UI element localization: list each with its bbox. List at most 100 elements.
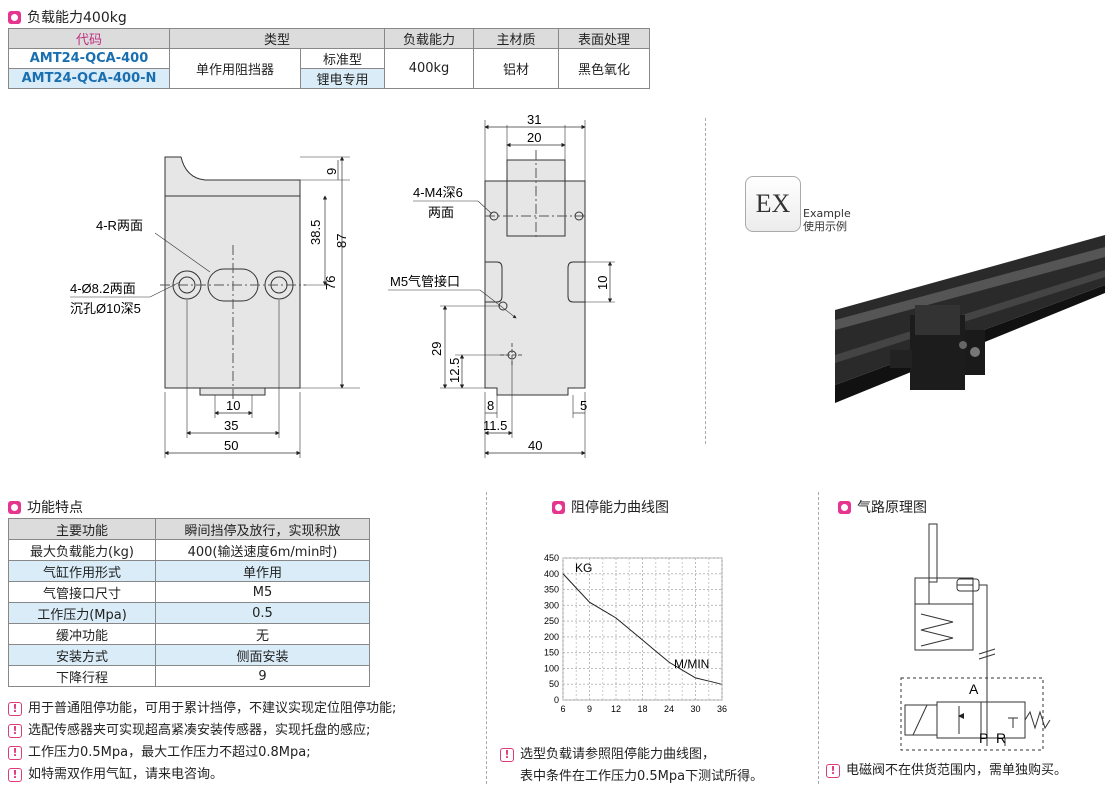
- feature-key: 主要功能: [8, 518, 156, 540]
- spec-header-type: 类型: [169, 28, 385, 49]
- example-photo: [835, 235, 1105, 403]
- exclamation-icon: !: [8, 702, 22, 716]
- section-header-load: 负载能力400kg: [8, 7, 127, 27]
- feature-value: 无: [155, 623, 370, 645]
- note-text: 用于普通阻停功能，可用于累计挡停，不建议实现定位阻停功能;: [28, 701, 397, 716]
- label-m5-port: M5气管接口: [390, 274, 460, 289]
- pneumatic-note: !电磁阀不在供货范围内，需单独购买。: [826, 760, 1067, 782]
- note-text: 表中条件在工作压力0.5Mpa下测试所得。: [520, 769, 764, 784]
- front-view: 87 76 38.5 9 10 35 50 4-R两面 4-Ø8.2两面 沉孔Ø…: [70, 156, 360, 458]
- port-r-label: R: [996, 730, 1006, 746]
- note-item: ! 选型负载请参照阻停能力曲线图，: [500, 744, 763, 766]
- y-tick-label: 350: [544, 585, 559, 595]
- exclamation-icon: !: [8, 768, 22, 782]
- example-badge: EX: [745, 176, 801, 232]
- feature-key: 气缸作用形式: [8, 560, 156, 582]
- example-caption-cn: 使用示例: [803, 220, 847, 233]
- note-text: 工作压力0.5Mpa，最大工作压力不超过0.8Mpa;: [28, 745, 311, 760]
- exclamation-icon: !: [8, 724, 22, 738]
- spec-header-load: 负载能力: [384, 28, 474, 49]
- y-tick-label: 300: [544, 600, 559, 610]
- plot-area: [562, 557, 723, 701]
- feature-value: 400(输送速度6m/min时): [155, 539, 370, 561]
- dim-40: 40: [528, 438, 542, 453]
- spec-type-sub: 锂电专用: [300, 68, 385, 89]
- section-bullet-icon: [838, 500, 851, 514]
- spec-header-material: 主材质: [473, 28, 559, 49]
- label-4r: 4-R两面: [96, 218, 143, 233]
- example-badge-text: EX: [755, 189, 791, 218]
- note-text: 如特需双作用气缸，请来电咨询。: [28, 767, 224, 782]
- spec-surface: 黑色氧化: [558, 48, 650, 89]
- y-tick-label: 150: [544, 648, 559, 658]
- exclamation-icon: !: [826, 764, 840, 778]
- dim-35: 35: [224, 418, 238, 433]
- spec-header-surface: 表面处理: [558, 28, 650, 49]
- spec-row: AMT24-QCA-400-N 锂电专用: [8, 68, 650, 89]
- label-hole: 4-Ø8.2两面: [70, 281, 136, 296]
- dim-87: 87: [334, 234, 349, 248]
- dim-12-5: 12.5: [447, 358, 462, 383]
- y-axis-label: KG: [575, 561, 592, 575]
- x-tick-label: 6: [560, 704, 565, 714]
- spec-header-code: 代码: [8, 28, 170, 49]
- table-row: 缓冲功能无: [8, 623, 370, 645]
- table-row: 气缸作用形式单作用: [8, 560, 370, 582]
- y-tick-label: 50: [549, 679, 559, 689]
- feature-value: 单作用: [155, 560, 370, 582]
- note-item: ! 选配传感器夹可实现超高紧凑安装传感器，实现托盘的感应;: [8, 720, 396, 742]
- dim-10-side: 10: [595, 276, 610, 290]
- y-tick-label: 400: [544, 569, 559, 579]
- note-item: 表中条件在工作压力0.5Mpa下测试所得。: [500, 766, 763, 788]
- features-notes: ! 用于普通阻停功能，可用于累计挡停，不建议实现定位阻停功能; ! 选配传感器夹可实…: [8, 698, 396, 786]
- dim-29: 29: [429, 342, 444, 356]
- x-tick-label: 12: [611, 704, 621, 714]
- product-code-link[interactable]: AMT24-QCA-400-N: [8, 68, 170, 89]
- curve-notes: ! 选型负载请参照阻停能力曲线图， 表中条件在工作压力0.5Mpa下测试所得。: [500, 744, 763, 788]
- section-header-curve: 阻停能力曲线图: [552, 497, 669, 517]
- dim-20: 20: [527, 130, 541, 145]
- feature-key: 缓冲功能: [8, 623, 156, 645]
- section-bullet-icon: [8, 10, 21, 24]
- section-header-features: 功能特点: [8, 497, 83, 517]
- feature-key: 工作压力(Mpa): [8, 602, 156, 624]
- note-text: 选型负载请参照阻停能力曲线图，: [520, 747, 716, 762]
- section-header-pneumatic: 气路原理图: [838, 497, 927, 517]
- y-tick-label: 450: [544, 553, 559, 563]
- y-tick-label: 200: [544, 632, 559, 642]
- feature-key: 下降行程: [8, 665, 156, 687]
- port-p-label: P: [979, 730, 988, 746]
- side-view: 31 20 10 29 12.5 8 11.5 5 40 4-M4深6 两面 M…: [388, 112, 615, 458]
- features-table: 主要功能瞬间挡停及放行，实现积放 最大负载能力(kg)400(输送速度6m/mi…: [8, 518, 370, 687]
- note-text: 选配传感器夹可实现超高紧凑安装传感器，实现托盘的感应;: [28, 723, 371, 738]
- feature-value: M5: [155, 581, 370, 603]
- feature-value: 瞬间挡停及放行，实现积放: [155, 518, 370, 540]
- y-tick-label: 100: [544, 663, 559, 673]
- note-item: ! 用于普通阻停功能，可用于累计挡停，不建议实现定位阻停功能;: [8, 698, 396, 720]
- spec-type-main: 单作用阻挡器: [169, 48, 301, 89]
- x-axis-label: M/MIN: [674, 657, 709, 671]
- x-tick-label: 18: [637, 704, 647, 714]
- note-item: !电磁阀不在供货范围内，需单独购买。: [826, 760, 1067, 782]
- pneumatic-diagram: A P R: [900, 523, 1051, 751]
- dim-50: 50: [224, 438, 238, 453]
- feature-key: 最大负载能力(kg): [8, 539, 156, 561]
- dim-9: 9: [324, 168, 339, 175]
- spec-header-row: 代码 类型 负载能力 主材质 表面处理: [8, 28, 650, 49]
- x-tick-label: 36: [717, 704, 727, 714]
- spec-row: AMT24-QCA-400 单作用阻挡器 标准型 400kg 铝材 黑色氧化: [8, 48, 650, 89]
- table-row: 主要功能瞬间挡停及放行，实现积放: [8, 518, 370, 540]
- dim-8: 8: [487, 398, 494, 413]
- example-caption-en: Example: [803, 207, 851, 220]
- dim-11-5: 11.5: [483, 418, 507, 433]
- table-row: 最大负载能力(kg)400(输送速度6m/min时): [8, 539, 370, 561]
- x-tick-label: 30: [690, 704, 700, 714]
- label-counterbore: 沉孔Ø10深5: [70, 301, 141, 316]
- product-code-link[interactable]: AMT24-QCA-400: [8, 48, 170, 69]
- section-bullet-icon: [8, 500, 21, 514]
- example-caption: Example 使用示例: [803, 207, 851, 233]
- exclamation-icon: !: [500, 748, 514, 762]
